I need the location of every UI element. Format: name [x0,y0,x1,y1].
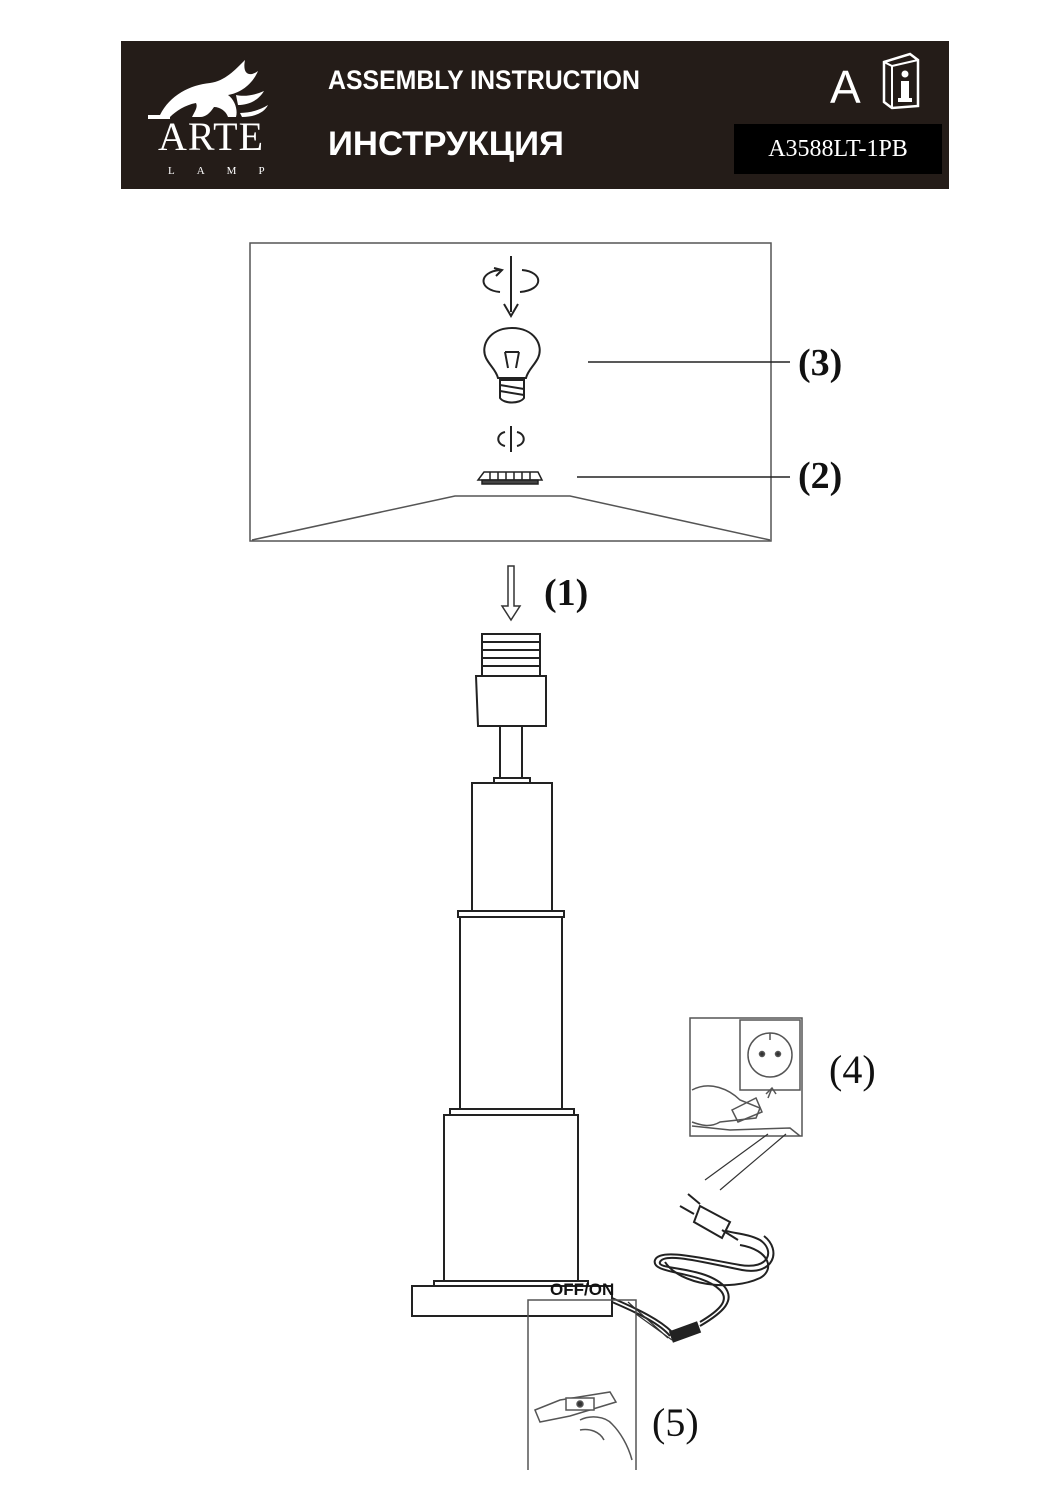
rotate-arrow-icon [497,426,525,452]
brand-subtitle: LAMP [168,165,287,177]
step-3-label: (3) [798,342,843,384]
language-letter: A [830,61,861,113]
socket-inset [689,1017,803,1137]
step-1-label: (1) [544,572,589,614]
rotate-arrow-icon [482,256,540,318]
info-booklet-icon [882,52,920,110]
lampshade [249,242,772,542]
ring-nut [476,471,544,485]
lamp-holder [474,633,547,779]
down-arrow-icon [500,565,522,622]
inset-pointer [704,1133,787,1191]
switch-label: OFF/ON [550,1280,615,1299]
step-2-label: (2) [798,455,843,497]
model-number: A3588LT-1PB [734,124,942,174]
griffin-logo-icon [148,60,268,119]
title-english: ASSEMBLY INSTRUCTION [328,65,640,95]
brand-name: ARTE [157,114,265,159]
step-4-label: (4) [829,1047,876,1092]
lamp-body [411,777,613,1317]
bulb-icon [483,326,541,404]
plug-icon [679,1193,739,1241]
title-russian: ИНСТРУКЦИЯ [328,125,564,163]
switch-icon [668,1321,702,1343]
switch-inset [527,1299,637,1470]
inset-pointer [627,1301,673,1341]
step-5-label: (5) [652,1400,699,1445]
